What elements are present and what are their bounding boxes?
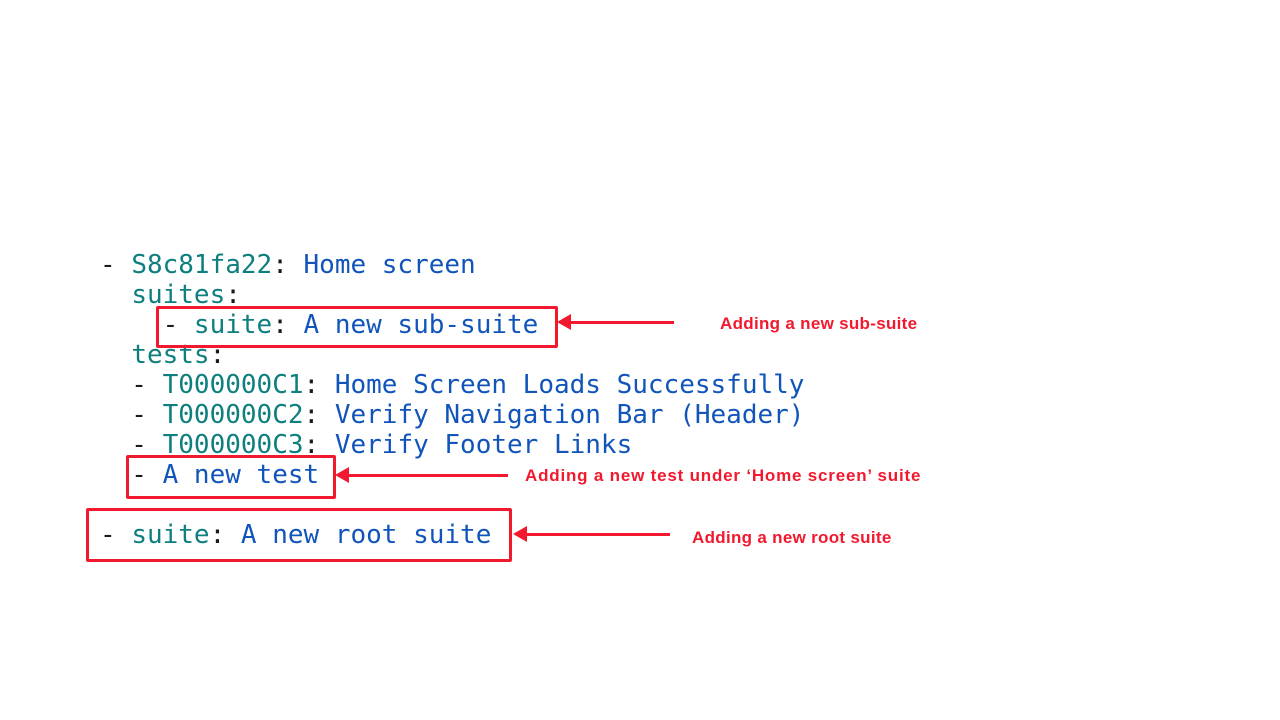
code-segment: : [272, 250, 304, 280]
code-segment: : [303, 370, 335, 400]
code-segment: A new root suite [240, 520, 492, 550]
code-segment [100, 280, 131, 310]
arrow-left-icon [557, 314, 674, 330]
arrow-left-icon [335, 467, 508, 483]
code-segment: Verify Footer Links [334, 430, 633, 460]
annotation-new-test: Adding a new test under ‘Home screen’ su… [525, 466, 922, 485]
code-line: - T000000C3: Verify Footer Links [100, 430, 804, 460]
code-segment: suite [131, 520, 210, 550]
code-segment: - [100, 460, 163, 490]
code-segment: suite [193, 310, 273, 340]
code-segment: : [303, 430, 335, 460]
code-block: - S8c81fa22: Home screen suites: - suite… [100, 250, 804, 550]
code-segment: T000000C1 [162, 370, 304, 400]
code-line: - T000000C1: Home Screen Loads Successfu… [100, 370, 804, 400]
code-segment: - [100, 370, 163, 400]
annotation-root-suite: Adding a new root suite [692, 528, 892, 547]
code-segment: suites [131, 280, 226, 310]
code-segment [100, 340, 131, 370]
highlight-box-sub-suite [156, 306, 558, 348]
code-segment: T000000C2 [162, 400, 304, 430]
code-segment: - [100, 430, 163, 460]
code-segment: - [100, 400, 163, 430]
highlight-box-new-test [126, 455, 336, 499]
code-line: - T000000C2: Verify Navigation Bar (Head… [100, 400, 804, 430]
code-line: tests: [100, 340, 804, 370]
code-segment: S8c81fa22 [131, 250, 273, 280]
code-line: - S8c81fa22: Home screen [100, 250, 804, 280]
code-segment: : [272, 310, 304, 340]
code-segment: : [303, 400, 335, 430]
code-line: - suite: A new root suite [100, 520, 804, 550]
code-segment: Home screen [303, 250, 476, 280]
code-segment: : [209, 520, 241, 550]
code-segment: A new sub-suite [303, 310, 539, 340]
code-line: - A new test [100, 460, 804, 490]
code-segment: A new test [162, 460, 320, 490]
code-segment: - [100, 310, 194, 340]
code-line: - suite: A new sub-suite [100, 310, 804, 340]
code-line: suites: [100, 280, 804, 310]
code-segment: - [100, 520, 132, 550]
annotation-sub-suite: Adding a new sub-suite [720, 314, 918, 333]
highlight-box-root-suite [86, 508, 512, 562]
code-segment: Verify Navigation Bar (Header) [334, 400, 805, 430]
code-segment: Home Screen Loads Successfully [334, 370, 805, 400]
code-segment: : [225, 280, 241, 310]
arrow-left-icon [513, 526, 670, 542]
code-segment: - [100, 250, 132, 280]
